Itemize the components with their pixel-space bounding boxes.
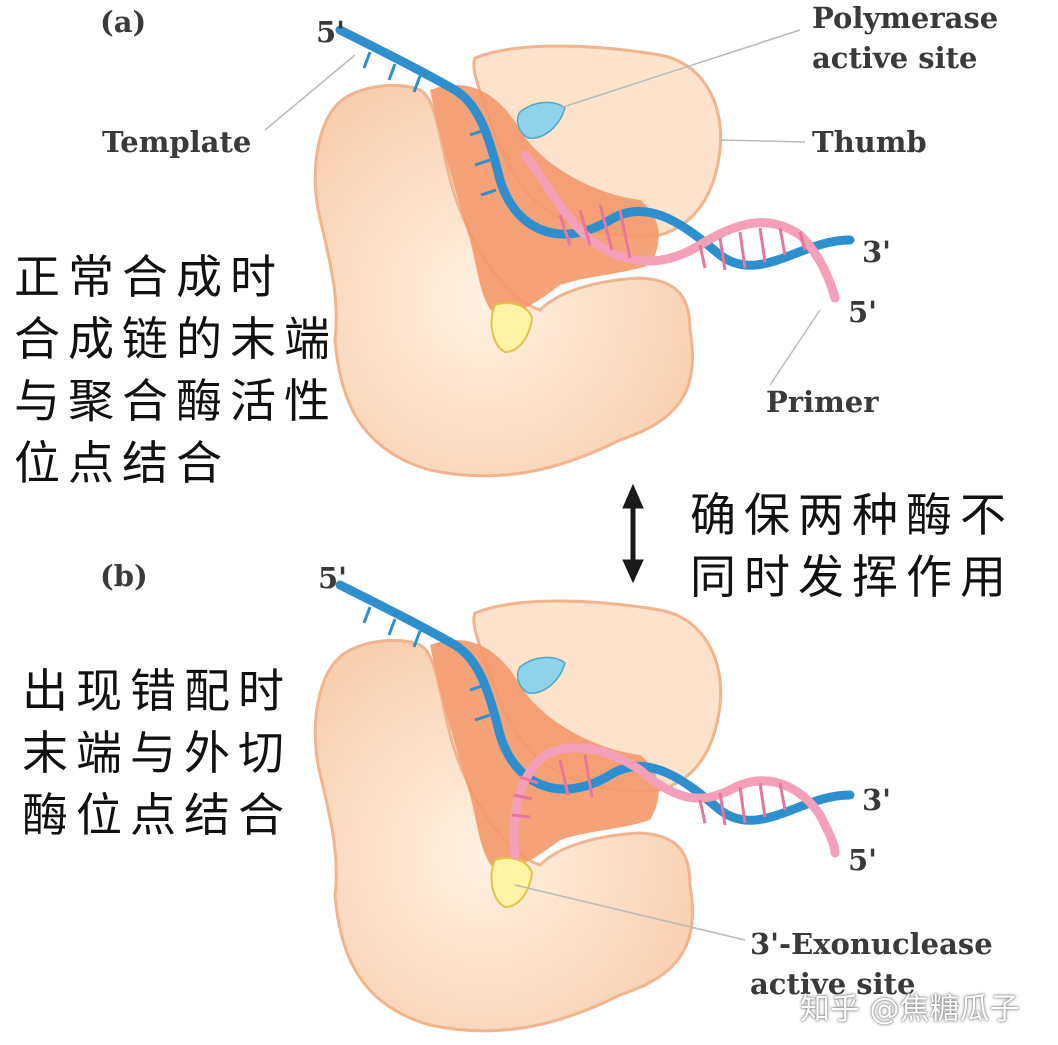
template-label: Template [102, 125, 252, 159]
panel-b-5prime-label: 5' [848, 843, 878, 877]
panel-b-base-pairs [511, 754, 787, 826]
panel-a-5prime-label: 5' [848, 295, 878, 329]
annotation-alternate-line-1: 确保两种酶不 [690, 488, 1014, 542]
panel-b-3prime-label: 3' [862, 783, 892, 817]
panel-b-template-strand [335, 580, 855, 825]
panel-a-tag: (a) [100, 5, 147, 39]
panel-a-base-pairs [558, 204, 807, 271]
annotation-mismatch-line-1: 出现错配时 [22, 664, 292, 718]
panel-a-fingers [313, 84, 694, 478]
panel-b-enzyme [313, 580, 855, 1033]
annotation-mismatch: 出现错配时 末端与外切 酶位点结合 [22, 660, 292, 846]
panel-a-template-ticks [362, 51, 497, 197]
panel-a-leaders [264, 29, 821, 386]
panel-a-primer-strand [520, 150, 840, 303]
annotation-normal: 正常合成时 合成链的末端 与聚合酶活性 位点结合 [14, 246, 338, 494]
panel-a-template-strand [335, 25, 855, 270]
panel-b-fingers [313, 639, 694, 1033]
annotation-normal-line-2: 合成链的末端 [14, 312, 338, 366]
panel-b-leaders [514, 884, 746, 941]
annotation-alternate: 确保两种酶不 同时发挥作用 [690, 484, 1014, 608]
panel-b-template-5prime: 5' [318, 561, 348, 595]
annotation-alternate-line-2: 同时发挥作用 [690, 550, 1014, 604]
polymerase-label-line1: Polymerase [812, 1, 999, 35]
exo-label-line2: active site [750, 967, 916, 1001]
watermark: 知乎 @焦糖瓜子 [800, 992, 1020, 1027]
panel-b-template-ticks [362, 606, 491, 722]
panel-a-exo-site [490, 302, 534, 354]
panel-b-polymerase-site [516, 656, 566, 694]
polymerase-label-line2: active site [812, 41, 978, 75]
annotation-normal-line-1: 正常合成时 [14, 250, 284, 304]
panel-b-exo-site [490, 857, 534, 909]
panel-b-tag: (b) [100, 559, 148, 593]
panel-b-primer-strand [509, 743, 840, 860]
annotation-mismatch-line-3: 酶位点结合 [22, 788, 292, 842]
panel-a-3prime-label: 3' [862, 235, 892, 269]
primer-label: Primer [766, 385, 879, 419]
annotation-normal-line-3: 与聚合酶活性 [14, 374, 338, 428]
panel-a-enzyme [313, 25, 855, 478]
annotation-normal-line-4: 位点结合 [14, 436, 230, 490]
double-arrow [622, 483, 644, 584]
exo-label-line1: 3'-Exonuclease [750, 927, 993, 961]
annotation-mismatch-line-2: 末端与外切 [22, 726, 292, 780]
panel-a-polymerase-site [516, 101, 566, 139]
thumb-label: Thumb [812, 125, 927, 159]
panel-a-template-5prime: 5' [316, 15, 346, 49]
